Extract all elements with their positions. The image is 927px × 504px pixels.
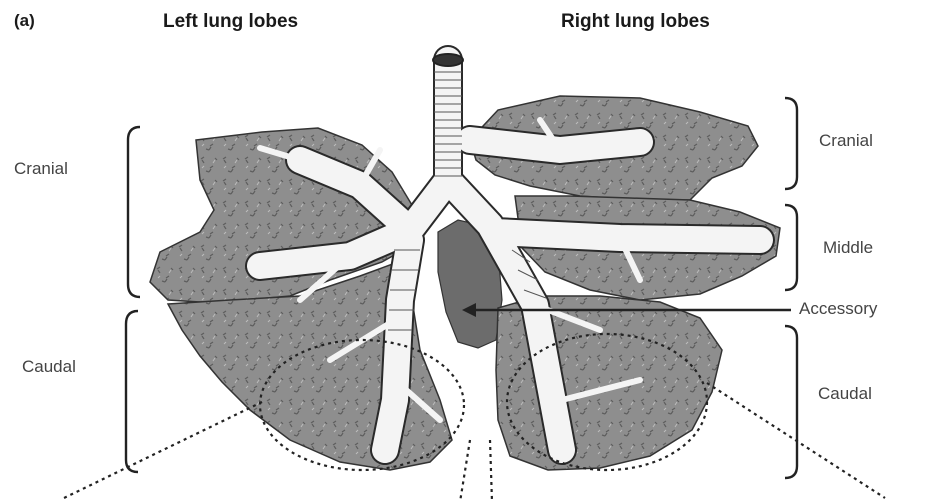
right-middle-label: Middle [823,238,873,258]
accessory-label: Accessory [799,299,877,319]
dotted-annotations [64,334,885,502]
trachea-opening [433,54,463,66]
left-cranial-label: Cranial [14,159,68,179]
panel-label: (a) [14,11,35,31]
left-lung-lobes-header: Left lung lobes [163,11,298,33]
right-caudal-label: Caudal [818,384,872,404]
right-cranial-label: Cranial [819,131,873,151]
left-caudal-label: Caudal [22,357,76,377]
right-lung-lobes-header: Right lung lobes [561,11,710,33]
